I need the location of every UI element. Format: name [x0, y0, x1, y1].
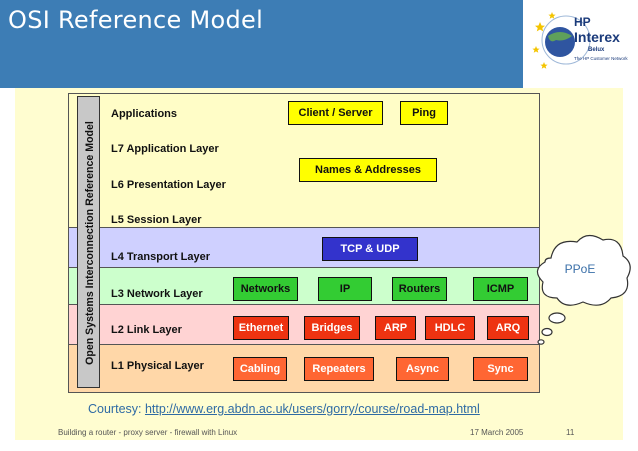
- layer-l5: L5 Session Layer: [111, 214, 202, 226]
- logo-tagline: The HP Customer Network: [574, 56, 628, 61]
- hdlc-box: HDLC: [425, 316, 475, 340]
- cabling-box: Cabling: [233, 357, 287, 381]
- layer-l1: L1 Physical Layer: [111, 360, 204, 372]
- arq-box: ARQ: [487, 316, 529, 340]
- slide-header: OSI Reference Model: [0, 0, 523, 88]
- bridges-box: Bridges: [304, 316, 360, 340]
- layer-l6: L6 Presentation Layer: [111, 179, 226, 191]
- names-addresses-box: Names & Addresses: [299, 158, 437, 182]
- ethernet-box: Ethernet: [233, 316, 289, 340]
- async-box: Async: [396, 357, 449, 381]
- routers-box: Routers: [392, 277, 447, 301]
- tcp-udp-box: TCP & UDP: [322, 237, 418, 261]
- networks-box: Networks: [233, 277, 298, 301]
- layer-l7: L7 Application Layer: [111, 143, 219, 155]
- osi-vertical-label: Open Systems Interconnection Reference M…: [84, 121, 96, 365]
- transport-band: [69, 228, 539, 268]
- icmp-box: ICMP: [473, 277, 528, 301]
- logo-brand-sub: Belux: [588, 47, 605, 53]
- layer-l3: L3 Network Layer: [111, 288, 203, 300]
- slide-title: OSI Reference Model: [8, 6, 264, 34]
- client-server-box: Client / Server: [288, 101, 383, 125]
- osi-vertical-bar: Open Systems Interconnection Reference M…: [77, 96, 100, 388]
- courtesy-line: Courtesy: http://www.erg.abdn.ac.uk/user…: [88, 402, 480, 416]
- osi-diagram: Open Systems Interconnection Reference M…: [68, 93, 540, 393]
- ppoe-callout-label: PPoE: [564, 262, 596, 276]
- sync-box: Sync: [473, 357, 528, 381]
- repeaters-box: Repeaters: [304, 357, 374, 381]
- courtesy-prefix: Courtesy:: [88, 402, 145, 416]
- logo-brand-top: HP: [574, 15, 591, 29]
- arp-box: ARP: [375, 316, 416, 340]
- footer-title: Building a router - proxy server - firew…: [58, 428, 238, 437]
- layer-applications: Applications: [111, 108, 178, 120]
- logo-brand-main: Interex: [574, 29, 620, 45]
- thought-cloud-icon: [536, 234, 631, 345]
- footer-page-number: 11: [566, 428, 575, 437]
- courtesy-link[interactable]: http://www.erg.abdn.ac.uk/users/gorry/co…: [144, 402, 480, 416]
- footer-date: 17 March 2005: [470, 428, 524, 437]
- layer-l4: L4 Transport Layer: [111, 251, 211, 263]
- layer-l2: L2 Link Layer: [111, 324, 182, 336]
- hp-interex-logo: HP Interex Belux The HP Customer Network: [530, 6, 634, 78]
- network-band: [69, 268, 539, 305]
- ip-box: IP: [318, 277, 372, 301]
- ping-box: Ping: [400, 101, 448, 125]
